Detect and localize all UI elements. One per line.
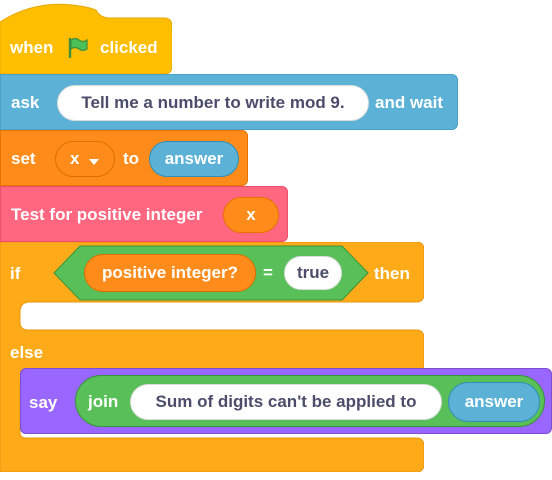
and-wait-label: and wait [375, 93, 444, 112]
then-label: then [374, 264, 410, 283]
test-positive-integer-block[interactable]: Test for positive integer x [0, 186, 288, 242]
clicked-label: clicked [100, 38, 158, 57]
join-reporter[interactable]: join Sum of digits can't be applied to a… [75, 375, 545, 427]
set-label: set [11, 149, 36, 168]
if-else-block[interactable]: if positive integer? = true then else [0, 242, 424, 472]
when-label: when [10, 38, 54, 57]
set-variable-block[interactable]: set x to answer [0, 130, 248, 186]
say-label: say [29, 393, 58, 412]
else-label: else [10, 343, 44, 362]
equals-condition[interactable]: positive integer? = true [52, 244, 370, 302]
hat-block-shape [0, 3, 172, 75]
when-flag-clicked-block[interactable]: when clicked [0, 0, 172, 76]
variable-dropdown[interactable]: x [55, 141, 115, 177]
true-value-input[interactable]: true [284, 256, 342, 290]
join-label: join [88, 392, 119, 411]
positive-integer-reporter[interactable]: positive integer? [84, 254, 256, 292]
answer-reporter-join[interactable]: answer [448, 382, 540, 422]
to-label: to [123, 149, 140, 168]
variable-name: x [70, 149, 80, 168]
ask-label: ask [11, 93, 40, 112]
ask-and-wait-block[interactable]: ask Tell me a number to write mod 9. and… [0, 74, 458, 130]
chevron-down-icon [88, 154, 100, 165]
custom-block-label: Test for positive integer [11, 205, 203, 224]
join-text-input[interactable]: Sum of digits can't be applied to [130, 384, 442, 420]
if-label: if [10, 264, 21, 283]
argument-x-reporter[interactable]: x [223, 197, 279, 233]
green-flag-icon [66, 36, 90, 59]
equals-operator: = [263, 263, 273, 282]
question-input[interactable]: Tell me a number to write mod 9. [57, 85, 369, 121]
say-block[interactable]: say join Sum of digits can't be applied … [20, 368, 552, 434]
answer-reporter[interactable]: answer [149, 141, 239, 177]
